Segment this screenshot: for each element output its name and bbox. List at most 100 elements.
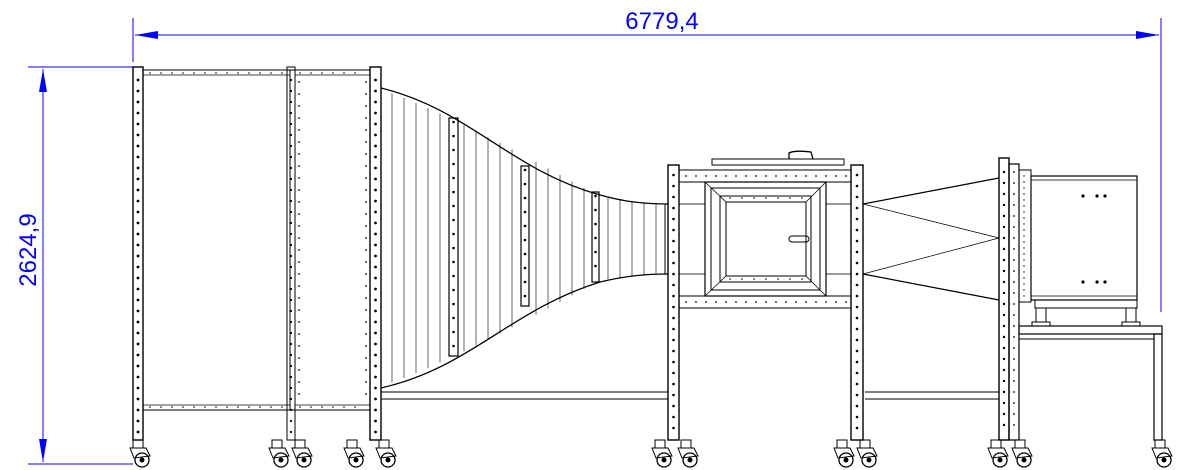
rivet	[855, 206, 859, 210]
rivet	[332, 72, 334, 74]
rivet	[1002, 269, 1006, 273]
rivet	[136, 342, 140, 346]
rivet	[136, 155, 140, 159]
rivet	[755, 175, 757, 177]
rivet	[136, 199, 140, 203]
caster-wheel	[1151, 439, 1173, 468]
rivet	[695, 301, 697, 303]
rivet	[855, 217, 859, 221]
rivet	[374, 331, 377, 335]
rivet	[298, 225, 300, 227]
rivet	[365, 81, 367, 83]
rivet	[298, 369, 300, 371]
rivet	[289, 309, 293, 313]
base-stringer	[381, 391, 999, 400]
rivet	[1002, 401, 1006, 405]
rivet	[149, 406, 151, 408]
caster-wheel	[375, 439, 397, 468]
rivet	[765, 301, 767, 303]
rivet	[136, 254, 140, 258]
rivet	[365, 141, 367, 143]
rivet	[855, 371, 859, 375]
rivet	[365, 225, 367, 227]
rivet	[855, 393, 859, 397]
fan-section	[998, 157, 1163, 441]
rivet	[136, 133, 140, 137]
rivet	[845, 301, 847, 303]
rivet	[1002, 368, 1006, 372]
rivet	[785, 175, 787, 177]
casters	[129, 439, 1173, 468]
rivet	[523, 210, 527, 214]
rivet	[795, 301, 797, 303]
rivet	[825, 175, 827, 177]
rivet	[855, 316, 859, 320]
rivet	[805, 175, 807, 177]
rivet	[741, 197, 743, 199]
rivet	[855, 360, 859, 364]
rivet	[281, 72, 283, 74]
rivet	[1103, 280, 1107, 284]
rivet	[374, 89, 377, 93]
rivet	[136, 386, 140, 390]
rivet	[374, 122, 377, 126]
rivet	[845, 175, 847, 177]
rivet	[374, 232, 377, 236]
rivet	[672, 294, 675, 298]
rivet	[354, 72, 356, 74]
rivet	[365, 333, 367, 335]
rivet	[1002, 258, 1006, 262]
rivet	[725, 301, 727, 303]
rivet	[374, 342, 377, 346]
rivet	[182, 72, 184, 74]
rivet	[298, 333, 300, 335]
rivet	[136, 419, 140, 423]
rivet	[343, 72, 345, 74]
rivet	[136, 276, 140, 280]
rivet	[332, 406, 334, 408]
rivet	[855, 426, 859, 430]
rivet	[452, 260, 455, 264]
rivet	[1023, 187, 1025, 189]
rivet	[1002, 181, 1006, 185]
rivet	[237, 406, 239, 408]
rivet	[365, 237, 367, 239]
rivet	[789, 197, 791, 199]
caster-wheel	[987, 439, 1009, 468]
rivet	[672, 217, 675, 221]
rivet	[374, 419, 377, 423]
rivet	[1013, 413, 1015, 415]
rivet	[1002, 291, 1006, 295]
rivet	[715, 175, 717, 177]
rivet	[136, 188, 140, 192]
rivet	[1013, 270, 1015, 272]
rivet	[299, 406, 301, 408]
rivet	[1023, 211, 1025, 213]
rivet	[1095, 194, 1099, 198]
rivet	[298, 165, 300, 167]
rivet	[855, 173, 859, 177]
rivet	[343, 406, 345, 408]
rivet	[855, 250, 859, 254]
rivet	[523, 266, 527, 270]
rivet	[1002, 203, 1006, 207]
rivet	[298, 117, 300, 119]
rivet	[289, 364, 293, 368]
rivet	[1013, 281, 1015, 283]
rivet	[289, 375, 293, 379]
rivet	[374, 111, 377, 115]
rivet	[298, 297, 300, 299]
rivet	[136, 78, 140, 82]
rivet	[795, 175, 797, 177]
height-dimension-label: 2624,9	[15, 213, 42, 286]
rivet	[765, 197, 767, 199]
rivet	[1013, 380, 1015, 382]
rivet	[1013, 182, 1015, 184]
rivet	[1013, 171, 1015, 173]
rivet	[365, 165, 367, 167]
rivet	[672, 250, 675, 254]
rivet	[685, 301, 687, 303]
rivet	[672, 349, 675, 353]
rivet	[452, 134, 455, 138]
rivet	[365, 177, 367, 179]
